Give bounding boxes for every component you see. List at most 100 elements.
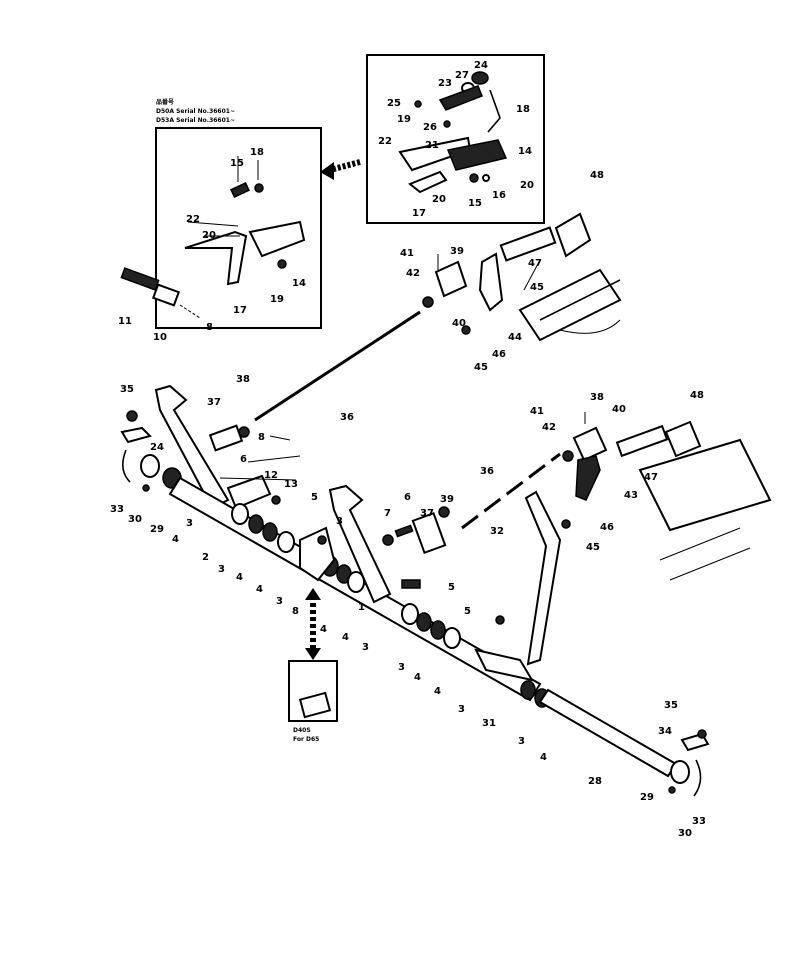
part-label-48: 48: [690, 390, 704, 401]
rod-36-upper: [254, 310, 421, 422]
main-shaft: [168, 476, 542, 702]
part-label-11: 11: [118, 316, 132, 327]
part-label-20: 20: [432, 194, 446, 205]
joint-39b: [572, 426, 608, 462]
left-pedal-assembly: [120, 384, 281, 510]
part-label-4: 4: [540, 752, 547, 763]
part-label-39: 39: [450, 246, 464, 257]
spring-47b: [615, 424, 669, 458]
part-label-34: 34: [658, 726, 672, 737]
seal-4b: [248, 514, 264, 534]
part-label-33: 33: [692, 816, 706, 827]
seal-4g: [430, 620, 446, 640]
nut-13: [271, 495, 281, 505]
part-label-39: 39: [440, 494, 454, 505]
part-label-19: 19: [270, 294, 284, 305]
part-label-18: 18: [250, 147, 264, 158]
part-label-2: 2: [202, 552, 209, 563]
part-label-22: 22: [186, 214, 200, 225]
part-label-36: 36: [480, 466, 494, 477]
part-label-8: 8: [258, 432, 265, 443]
rod-18: [487, 89, 501, 133]
part-label-8: 8: [206, 322, 213, 333]
bushing-37b: [411, 511, 447, 555]
bolt-15: [230, 181, 250, 199]
part-label-5: 5: [464, 606, 471, 617]
part-label-45: 45: [474, 362, 488, 373]
part-label-3: 3: [398, 662, 405, 673]
part-label-36: 36: [340, 412, 354, 423]
part-label-6: 6: [404, 492, 411, 503]
collar-3e: [443, 627, 461, 649]
part-label-3: 3: [276, 596, 283, 607]
part-label-5: 5: [448, 582, 455, 593]
part-label-44: 44: [508, 332, 522, 343]
part-label-41: 41: [530, 406, 544, 417]
part-label-17: 17: [233, 305, 247, 316]
part-label-24: 24: [150, 442, 164, 453]
part-label-3: 3: [362, 642, 369, 653]
pin-30b: [668, 786, 676, 794]
pedal-1: [328, 484, 392, 604]
pin-25: [414, 100, 422, 108]
lever-17b: [408, 170, 448, 194]
bracket-34a: [120, 426, 152, 444]
bushing-37a: [208, 424, 244, 452]
part-label-25: 25: [387, 98, 401, 109]
part-label-16: 16: [492, 190, 506, 201]
bracket-6a: [226, 474, 272, 510]
collar-24: [471, 71, 489, 85]
part-label-35: 35: [120, 384, 134, 395]
inset-left-note-line2: D50A Serial No.36601~: [156, 108, 235, 115]
bolt-11: [120, 267, 160, 291]
inset-bottom: D40S For D65: [288, 588, 338, 743]
part-label-15: 15: [468, 198, 482, 209]
inset-right: [366, 54, 545, 224]
part-label-13: 13: [284, 479, 298, 490]
part-label-6: 6: [240, 454, 247, 465]
part-23: [438, 85, 483, 111]
pedal-2: [154, 384, 230, 510]
part-label-38: 38: [590, 392, 604, 403]
seal-4c: [262, 522, 278, 542]
pin-5a: [317, 535, 327, 545]
spring-33a: [122, 449, 131, 483]
part-label-4: 4: [236, 572, 243, 583]
seal-3f: [520, 680, 536, 700]
joint-39a: [434, 260, 468, 298]
pin-19: [277, 259, 287, 269]
upper-right-linkage: [422, 212, 622, 342]
lever-17: [184, 230, 248, 286]
part-label-24: 24: [474, 60, 488, 71]
part-label-37: 37: [420, 508, 434, 519]
part-label-45: 45: [586, 542, 600, 553]
part-label-46: 46: [600, 522, 614, 533]
part-label-12: 12: [264, 470, 278, 481]
part-35a: [126, 410, 138, 422]
part-label-4: 4: [256, 584, 263, 595]
ball-42b: [562, 450, 574, 462]
spring-33b: [693, 759, 702, 797]
washer-16b: [482, 174, 490, 182]
part-label-4: 4: [172, 534, 179, 545]
arm-44: [478, 252, 504, 312]
pin-30a: [142, 484, 150, 492]
center-pedal-assembly: [328, 484, 450, 604]
pin-26: [443, 120, 451, 128]
middle-right-linkage: [561, 420, 772, 581]
bolt-45b: [561, 519, 571, 529]
bushing-10: [151, 283, 181, 307]
part-label-41: 41: [400, 248, 414, 259]
part-label-33: 33: [110, 504, 124, 515]
inset-left: 品番号 D50A Serial No.36601~ D53A Serial No…: [120, 98, 322, 329]
bracket-48b: [664, 420, 702, 458]
ball-38b: [438, 506, 450, 518]
inset-bottom-note-line1: D40S: [293, 727, 311, 734]
part-label-45: 45: [530, 282, 544, 293]
inset-left-note-line3: D53A Serial No.36601~: [156, 117, 235, 124]
part-label-43: 43: [624, 490, 638, 501]
part-label-10: 10: [153, 332, 167, 343]
bushing-29b: [670, 760, 690, 784]
part-label-4: 4: [342, 632, 349, 643]
